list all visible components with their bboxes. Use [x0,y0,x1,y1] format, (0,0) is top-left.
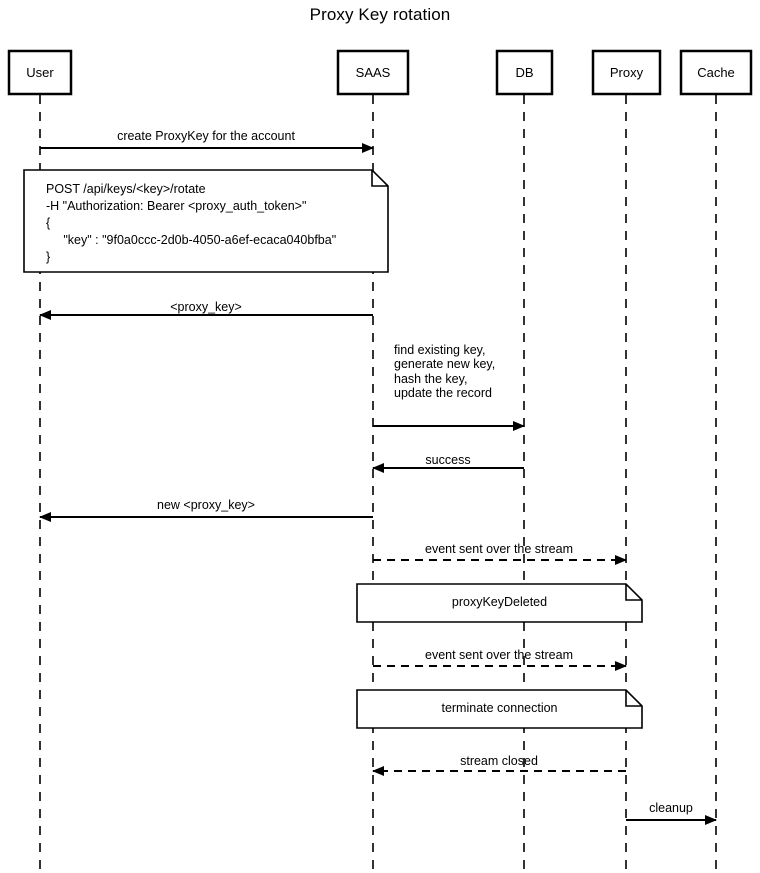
message-label-7-stream-closed: stream closed [460,754,538,768]
note-fold-terminate-connection-note [625,690,642,707]
participant-box-user[interactable] [7,49,73,96]
message-label-4-new-proxy-key: new <proxy_key> [157,498,255,512]
message-label-2-find-existing-key: find existing key, generate new key, has… [394,343,496,401]
message-label-6-event-sent-over-the-stream: event sent over the stream [425,648,573,662]
participant-box-saas[interactable] [336,49,410,96]
note-fold-proxy-key-deleted-note [625,584,642,601]
notes-group [23,169,643,729]
note-body-terminate-connection-note [356,689,643,729]
note-text-terminate-connection-note: terminate connection [441,701,558,715]
messages-group [39,143,717,825]
message-label-0-create-proxykey-for-the-account: create ProxyKey for the account [117,129,295,143]
page-title: Proxy Key rotation [309,5,451,24]
note-text-request-note: POST /api/keys/<key>/rotate -H "Authoriz… [46,182,337,264]
note-fold-request-note [371,170,388,187]
participant-box-proxy[interactable] [591,49,662,96]
note-body-request-note [23,169,389,273]
participant-label-proxy: Proxy [609,64,644,80]
participant-label-db: DB [515,64,534,80]
message-label-1-proxy-key: <proxy_key> [170,300,242,314]
participant-label-cache: Cache [697,64,735,80]
participant-label-saas: SAAS [355,64,391,80]
participant-box-cache[interactable] [679,49,753,96]
participant-boxes-group [7,49,753,96]
note-text-proxy-key-deleted-note: proxyKeyDeleted [451,595,548,609]
message-label-8-cleanup: cleanup [649,801,693,815]
message-label-3-success: success [425,453,471,467]
participant-label-user: User [26,64,54,80]
note-body-proxy-key-deleted-note [356,583,643,623]
message-label-5-event-sent-over-the-stream: event sent over the stream [425,542,573,556]
lifelines-group [39,95,717,873]
participant-box-db[interactable] [495,49,554,96]
